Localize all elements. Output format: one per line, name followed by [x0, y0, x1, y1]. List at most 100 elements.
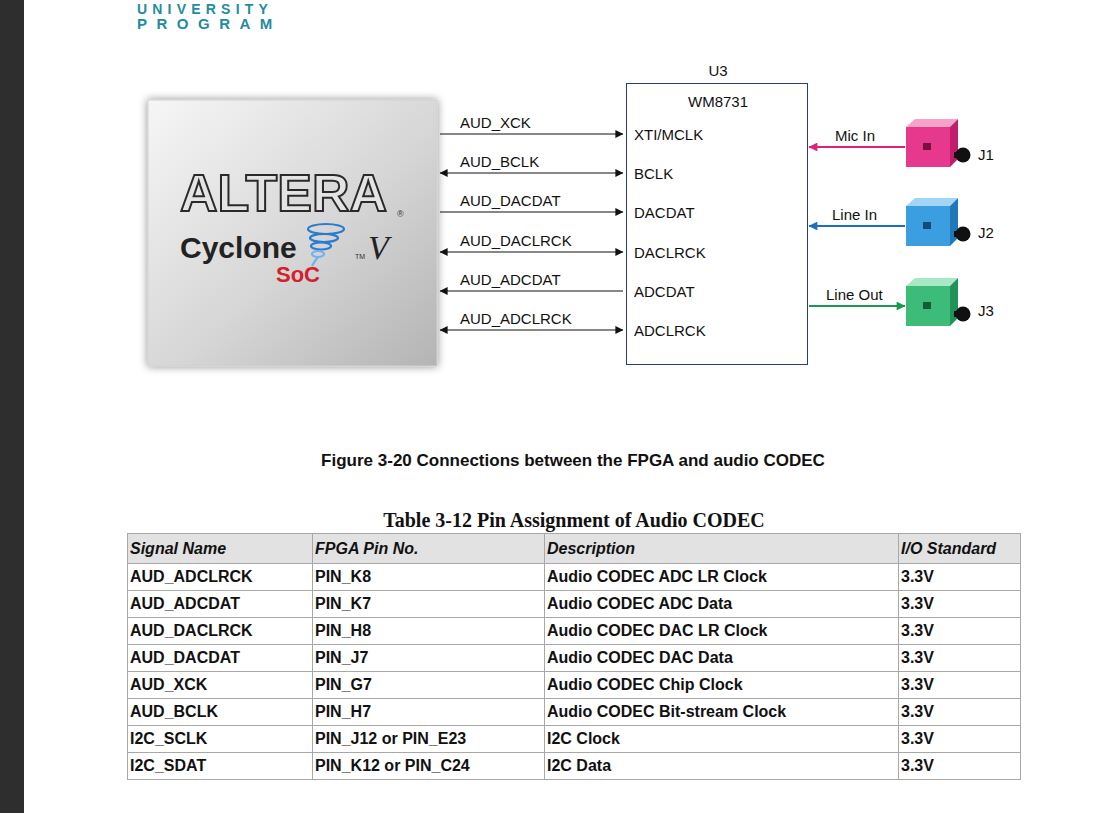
table-cell: AUD_DACLRCK [130, 621, 253, 640]
table-cell: 3.3V [901, 648, 934, 667]
logo-text: Cyclone [180, 230, 297, 266]
sidebar [0, 0, 24, 813]
signal-connector [440, 251, 623, 252]
table-rule [127, 644, 1020, 645]
table-rule [127, 752, 1020, 753]
jack-top [906, 119, 958, 127]
signal-name: Line In [832, 206, 877, 224]
table-rule [544, 533, 545, 780]
connector-name: J3 [978, 302, 994, 320]
figure-caption: Figure 3-20 Connections between the FPGA… [321, 451, 825, 471]
jack-illustration [906, 196, 976, 253]
audio-jack: J2 [906, 196, 1000, 253]
table-rule [898, 533, 899, 780]
pin-name: ADCLRCK [634, 322, 706, 340]
table-cell: AUD_XCK [130, 675, 207, 694]
signal-name: Mic In [835, 127, 875, 145]
signal-connector [440, 172, 623, 173]
table-cell: AUD_BCLK [130, 702, 218, 721]
logo-text: ALTERA [180, 162, 387, 224]
jack-side [950, 119, 958, 167]
jack-illustration [906, 117, 976, 174]
table-rule [127, 590, 1020, 591]
table-cell: PIN_J12 or PIN_E23 [315, 729, 466, 748]
jack-hole [923, 222, 931, 229]
table-rule [127, 698, 1020, 699]
part-number: WM8731 [688, 93, 748, 111]
table-header: Signal Name [130, 539, 226, 558]
signal-name: AUD_DACDAT [460, 192, 561, 210]
table-header: I/O Standard [901, 539, 996, 558]
jack-front [906, 286, 950, 326]
table-rule [127, 617, 1020, 618]
audio-jack: J1 [906, 117, 1000, 174]
logo-text: PROGRAM [137, 15, 282, 33]
logo-text: UNIVERSITY [137, 1, 273, 18]
table-cell: PIN_G7 [315, 675, 372, 694]
table-cell: 3.3V [901, 702, 934, 721]
connector-name: J2 [978, 224, 994, 242]
signal-connector [440, 290, 623, 291]
table-rule [127, 671, 1020, 672]
table-header: FPGA Pin No. [315, 539, 418, 558]
signal-name: AUD_BCLK [460, 153, 539, 171]
table-cell: AUD_DACDAT [130, 648, 240, 667]
audio-jack: J3 [906, 276, 1000, 333]
table-grid [127, 533, 1021, 780]
table-cell: PIN_K12 or PIN_C24 [315, 756, 470, 775]
signal-connector [440, 211, 623, 212]
jack-illustration [906, 276, 976, 333]
pin-name: DACDAT [634, 204, 695, 222]
jack-front [906, 127, 950, 167]
table-cell: I2C_SDAT [130, 756, 206, 775]
table-rule [127, 725, 1020, 726]
logo-text: V [368, 227, 389, 268]
table-cell: Audio CODEC DAC LR Clock [547, 621, 767, 640]
table-cell: Audio CODEC ADC LR Clock [547, 567, 767, 586]
trademark: ® [397, 209, 404, 220]
swirl-ring [310, 234, 338, 242]
plug-end [956, 148, 971, 163]
swirl-ring [312, 251, 324, 257]
table-cell: Audio CODEC ADC Data [547, 594, 732, 613]
table-cell: AUD_ADCLRCK [130, 567, 253, 586]
table-rule [127, 563, 1020, 564]
pin-name: BCLK [634, 165, 673, 183]
table-rule [312, 533, 313, 780]
table-cell: AUD_ADCDAT [130, 594, 240, 613]
logo-text: SoC [276, 262, 320, 288]
table-header-fill [127, 533, 1020, 563]
fpga-chip: ALTERA Cyclone V SoC [148, 100, 437, 366]
table-cell: PIN_H8 [315, 621, 371, 640]
table-cell: Audio CODEC DAC Data [547, 648, 733, 667]
signal-connector [440, 329, 623, 330]
signal-name: AUD_ADCDAT [460, 271, 561, 289]
table-cell: 3.3V [901, 567, 934, 586]
trademark: TM [355, 253, 365, 261]
jack-front [906, 206, 950, 246]
table-cell: PIN_J7 [315, 648, 368, 667]
signal-connector [809, 146, 905, 148]
table-cell: 3.3V [901, 621, 934, 640]
signal-connector [809, 225, 905, 227]
jack-side [950, 198, 958, 246]
signal-name: AUD_XCK [460, 114, 531, 132]
signal-connector [440, 133, 623, 134]
swirl-ring [308, 224, 344, 234]
table-cell: 3.3V [901, 756, 934, 775]
plug-end [956, 227, 971, 242]
jack-top [906, 278, 958, 286]
table-border [128, 534, 1021, 780]
signal-connector [809, 305, 905, 307]
signal-name: AUD_ADCLRCK [460, 310, 572, 328]
signal-name: AUD_DACLRCK [460, 232, 572, 250]
chip-body [148, 100, 437, 366]
table-cell: I2C Data [547, 756, 611, 775]
table-cell: PIN_K8 [315, 567, 371, 586]
connector-name: J1 [978, 146, 994, 164]
table-cell: I2C Clock [547, 729, 620, 748]
pin-name: XTI/MCLK [634, 126, 703, 144]
pin-name: ADCDAT [634, 283, 695, 301]
table-cell: Audio CODEC Bit-stream Clock [547, 702, 786, 721]
plug-end [956, 307, 971, 322]
